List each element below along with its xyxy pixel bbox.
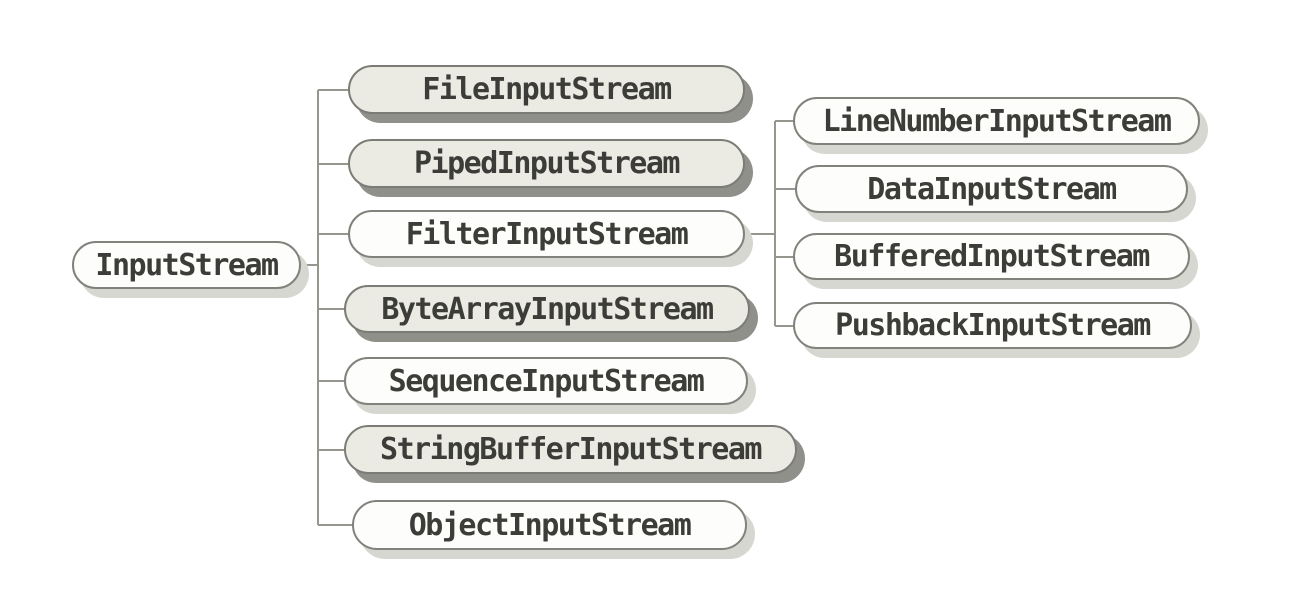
class-node-label: FileInputStream [422, 72, 672, 107]
class-node-DataInputStream: DataInputStream [795, 165, 1188, 213]
class-node-ObjectInputStream: ObjectInputStream [352, 500, 747, 550]
class-node-label: DataInputStream [867, 171, 1117, 207]
class-node-label: BufferedInputStream [834, 239, 1150, 274]
class-node-label: InputStream [95, 247, 279, 283]
class-node-label: LineNumberInputStream [822, 103, 1172, 139]
connector-line [318, 524, 356, 526]
connector-trunk-line [317, 89, 319, 525]
connector-line [318, 308, 348, 310]
class-node-ByteArrayInputStream: ByteArrayInputStream [344, 285, 750, 333]
class-node-PipedInputStream: PipedInputStream [348, 139, 745, 188]
connector-line [318, 162, 352, 165]
connector-line [775, 324, 797, 327]
class-node-label: StringBufferInputStream [380, 432, 762, 467]
class-node-FileInputStream: FileInputStream [348, 65, 745, 114]
connector-line [318, 88, 352, 91]
class-node-label: PipedInputStream [414, 146, 680, 181]
class-node-label: PushbackInputStream [835, 308, 1151, 343]
connector-line [775, 188, 799, 190]
connector-line [318, 233, 352, 235]
class-node-label: ObjectInputStream [408, 507, 692, 543]
connector-line [318, 380, 348, 382]
connector-line [775, 255, 797, 258]
class-node-BufferedInputStream: BufferedInputStream [793, 233, 1190, 280]
class-node-SequenceInputStream: SequenceInputStream [344, 357, 748, 405]
connector-line [318, 448, 348, 451]
class-node-InputStream: InputStream [72, 241, 301, 289]
connector-trunk-line [774, 121, 776, 326]
class-node-LineNumberInputStream: LineNumberInputStream [793, 97, 1200, 145]
class-node-FilterInputStream: FilterInputStream [348, 210, 745, 258]
class-node-label: FilterInputStream [405, 216, 689, 252]
class-node-label: SequenceInputStream [388, 363, 705, 399]
class-node-StringBufferInputStream: StringBufferInputStream [344, 425, 797, 474]
class-node-label: ByteArrayInputStream [381, 291, 714, 327]
connector-line [745, 233, 775, 235]
connector-line [301, 264, 318, 266]
class-node-PushbackInputStream: PushbackInputStream [793, 302, 1192, 349]
connector-line [775, 120, 797, 122]
